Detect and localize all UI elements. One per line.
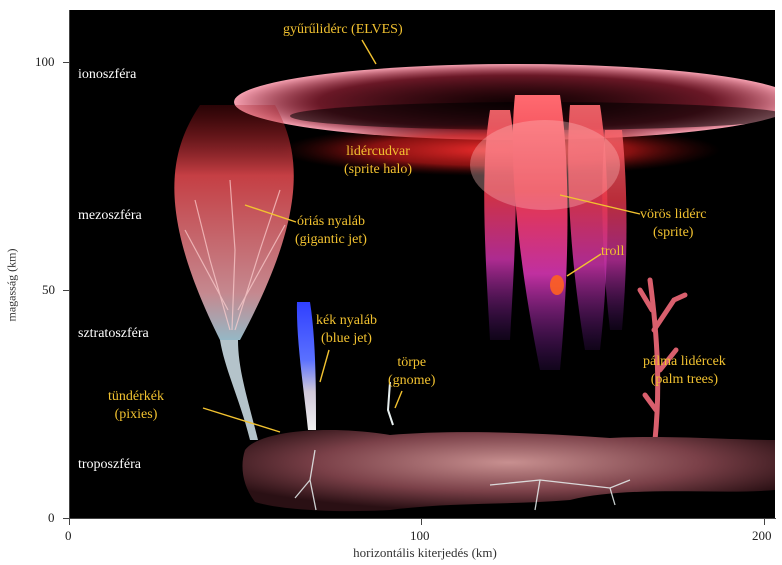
troll-glow [550, 275, 564, 295]
layer-label-stratosphere: sztratoszféra [78, 326, 149, 342]
y-tick-label-0: 0 [48, 510, 55, 526]
label-sprite-halo: lidércudvar(sprite halo) [344, 143, 412, 179]
layer-label-ionosphere: ionoszféra [78, 67, 136, 83]
label-troll: troll [601, 243, 624, 261]
y-axis-label: magasság (km) [5, 225, 20, 345]
x-tick-label-200: 200 [752, 528, 772, 544]
red-sprite [470, 95, 627, 370]
illustration-artwork [70, 10, 775, 518]
blue-jet [297, 302, 316, 430]
label-red-sprite: vörös lidérc(sprite) [640, 206, 706, 242]
label-palm-trees: pálma lidércek(palm trees) [643, 353, 726, 389]
x-tick-label-100: 100 [410, 528, 430, 544]
label-gigantic-jet: óriás nyaláb(gigantic jet) [295, 213, 367, 249]
y-tick-50 [63, 290, 69, 291]
x-tick-0 [69, 519, 70, 525]
thundercloud [242, 430, 775, 511]
y-tick-label-50: 50 [42, 282, 55, 298]
label-gnome: törpe(gnome) [388, 354, 435, 390]
y-tick-label-100: 100 [35, 54, 55, 70]
label-pixies: tündérkék(pixies) [108, 388, 164, 424]
y-axis [69, 10, 70, 519]
label-blue-jet: kék nyaláb(blue jet) [316, 312, 377, 348]
atmosphere-illustration: ionoszféra mezoszféra sztratoszféra trop… [70, 10, 775, 518]
layer-label-mesosphere: mezoszféra [78, 208, 142, 224]
x-tick-200 [764, 519, 765, 525]
layer-label-troposphere: troposzféra [78, 457, 141, 473]
x-tick-100 [421, 519, 422, 525]
x-tick-label-0: 0 [65, 528, 72, 544]
x-axis-label: horizontális kiterjedés (km) [300, 545, 550, 561]
gigantic-jet [174, 105, 293, 440]
x-axis [69, 518, 776, 519]
y-tick-100 [63, 62, 69, 63]
label-elves: gyűrűlidérc (ELVES) [283, 21, 403, 39]
